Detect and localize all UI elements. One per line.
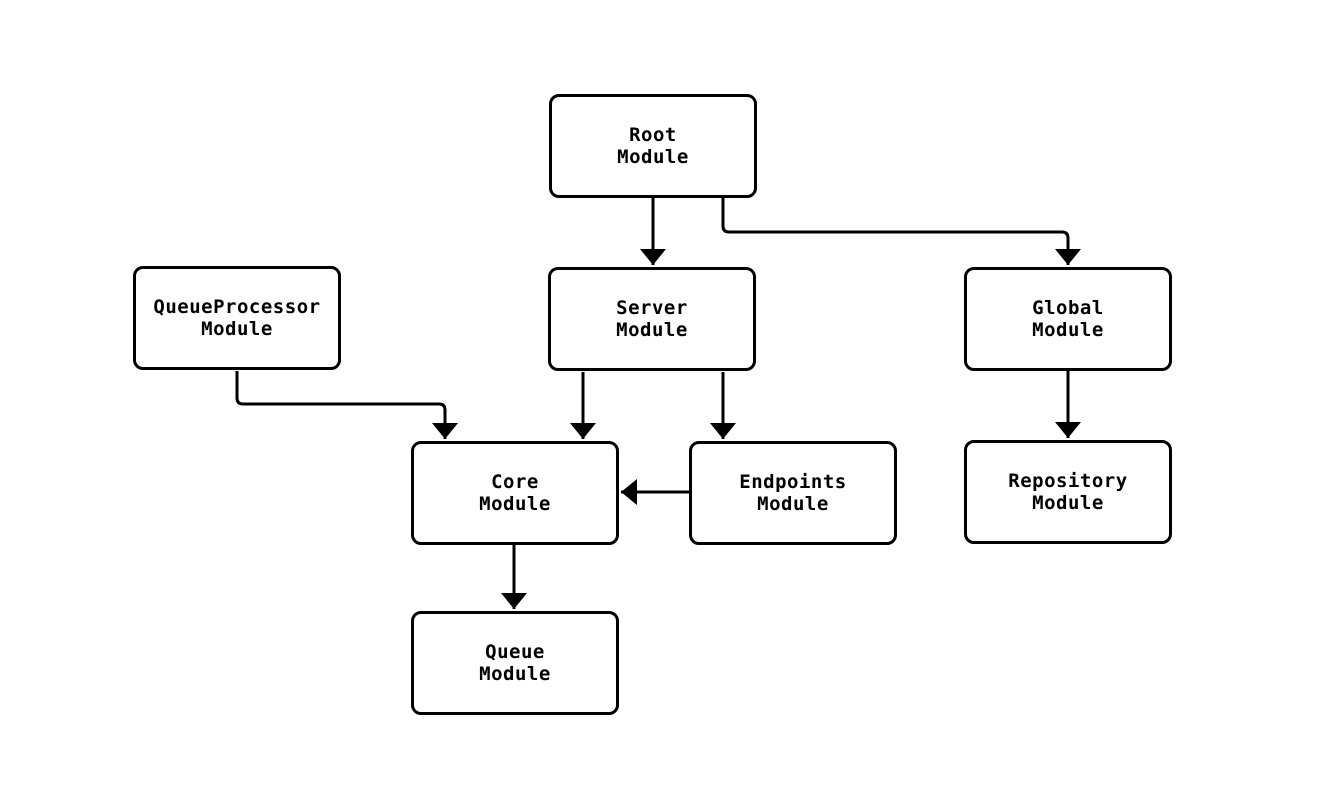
- node-server-module-label: Server Module: [616, 297, 688, 341]
- node-repository-module-label: Repository Module: [1008, 470, 1128, 514]
- node-queue-module-label: Queue Module: [479, 641, 551, 685]
- edge-queueprocessor-module-to-core-module: [235, 371, 458, 439]
- node-root-module: Root Module: [549, 94, 757, 198]
- node-core-module: Core Module: [411, 441, 619, 545]
- node-server-module: Server Module: [548, 267, 756, 371]
- node-repository-module: Repository Module: [964, 440, 1172, 544]
- node-queueprocessor-module: QueueProcessor Module: [133, 266, 341, 370]
- node-queueprocessor-module-label: QueueProcessor Module: [153, 296, 321, 340]
- node-core-module-label: Core Module: [479, 471, 551, 515]
- node-global-module: Global Module: [964, 267, 1172, 371]
- node-root-module-label: Root Module: [617, 124, 689, 168]
- node-queue-module: Queue Module: [411, 611, 619, 715]
- node-endpoints-module-label: Endpoints Module: [739, 471, 847, 515]
- node-global-module-label: Global Module: [1032, 297, 1104, 341]
- edge-root-module-to-global-module: [721, 196, 1081, 265]
- node-endpoints-module: Endpoints Module: [689, 441, 897, 545]
